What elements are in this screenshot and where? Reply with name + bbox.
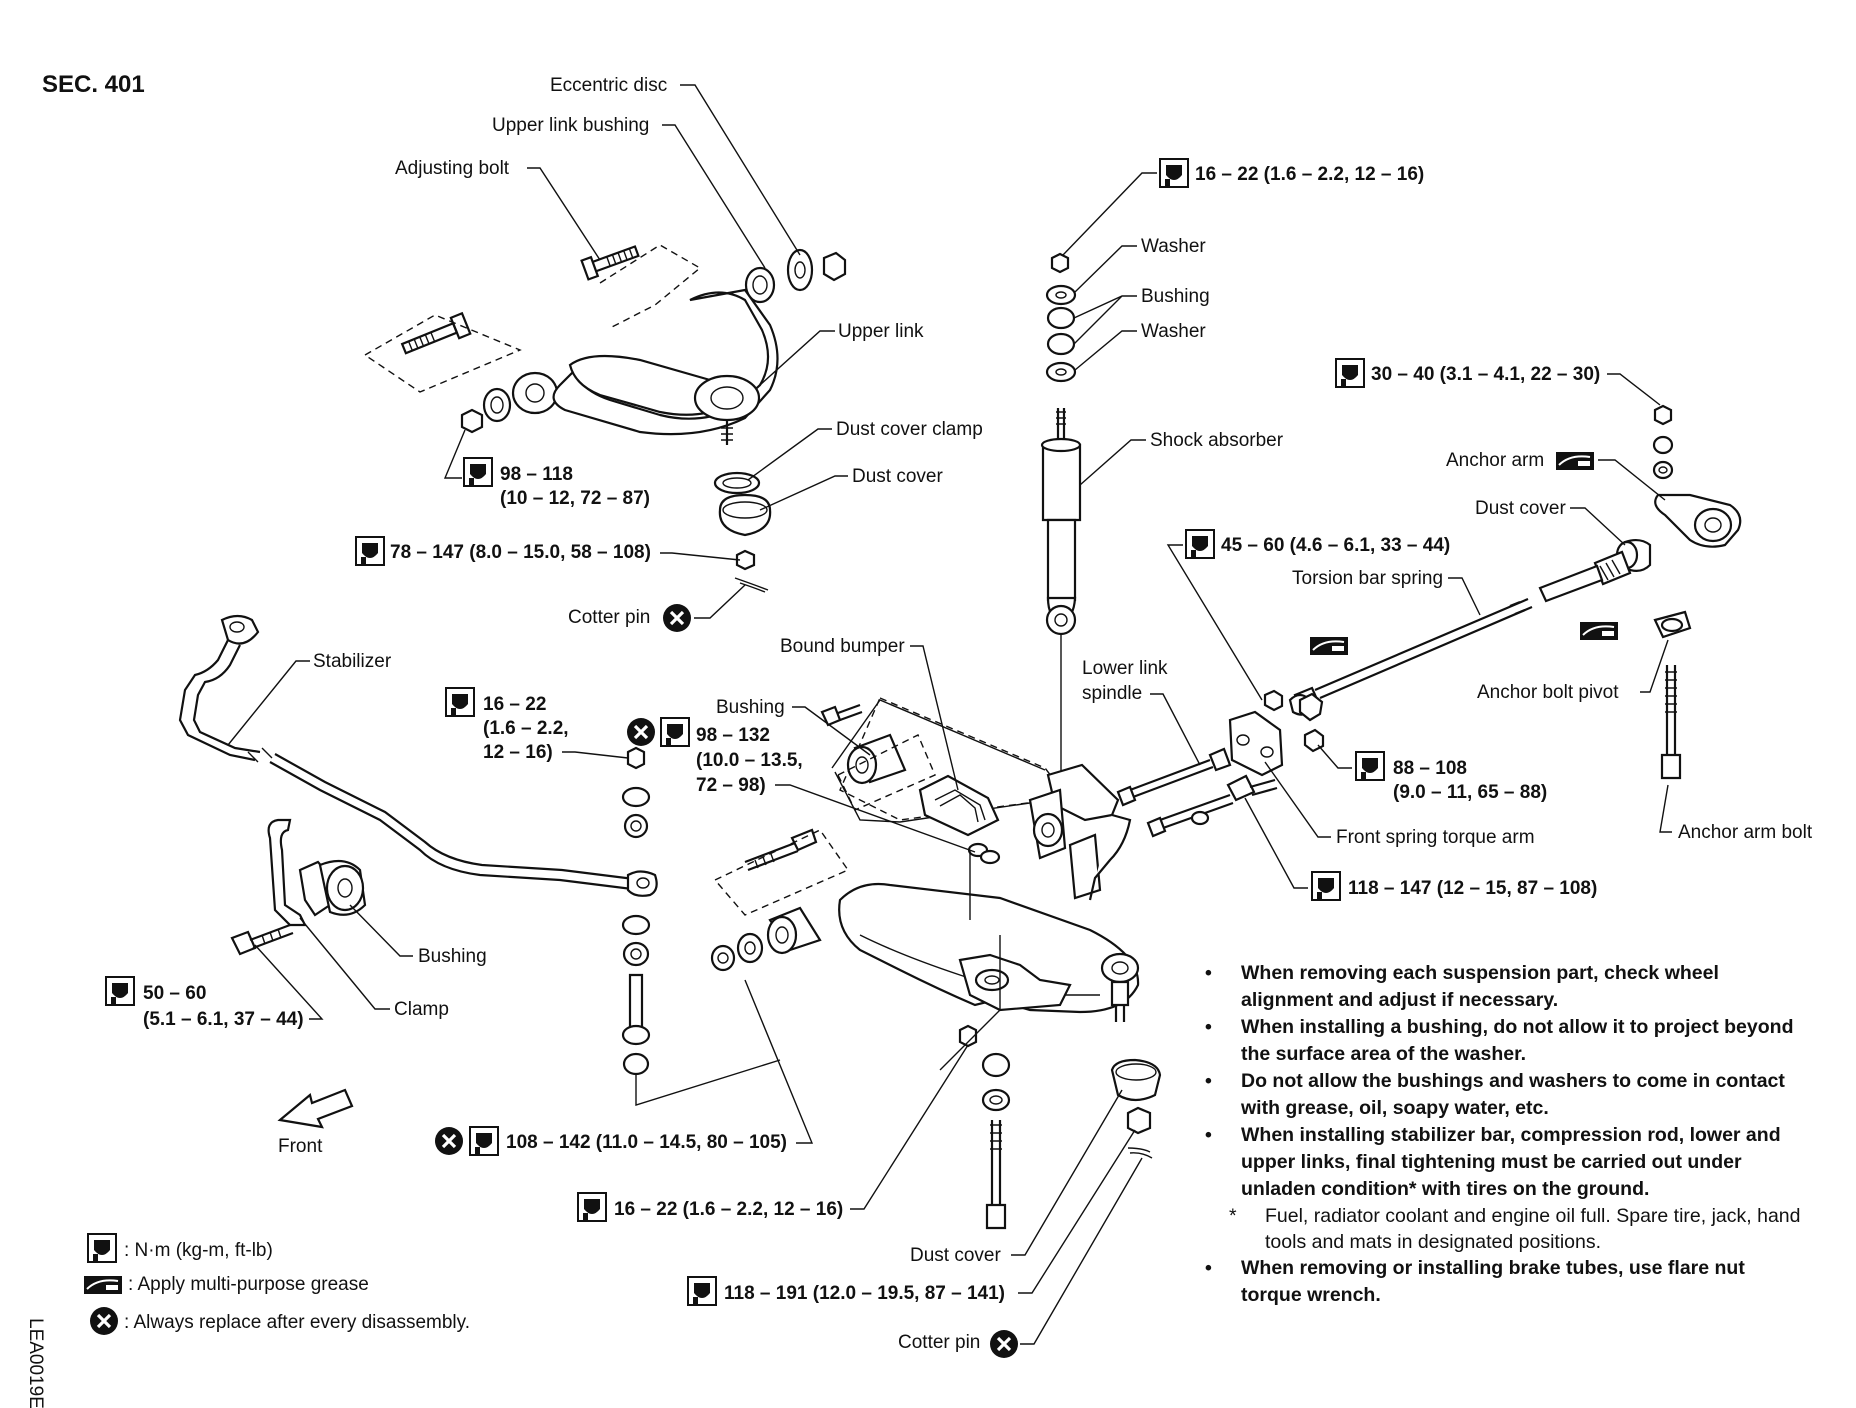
label-anchor-arm: Anchor arm bbox=[1446, 450, 1544, 471]
grease-icon bbox=[83, 1275, 123, 1295]
label-bushing-stab: Bushing bbox=[418, 946, 487, 967]
torque-spindle: 118 – 147 (12 – 15, 87 – 108) bbox=[1348, 878, 1597, 899]
torque-lower-nut: 16 – 22 (1.6 – 2.2, 12 – 16) bbox=[614, 1199, 843, 1220]
label-front: Front bbox=[278, 1136, 323, 1157]
note-subnote: * Fuel, radiator coolant and engine oil … bbox=[1205, 1203, 1805, 1255]
subnote-text: Fuel, radiator coolant and engine oil fu… bbox=[1265, 1205, 1801, 1253]
label-dust-cover-clamp: Dust cover clamp bbox=[836, 419, 983, 440]
label-lower-link-spindle-2: spindle bbox=[1082, 683, 1142, 704]
torque-stab-b: (1.6 – 2.2, bbox=[483, 718, 569, 739]
torque-lower-b: (10.0 – 13.5, bbox=[696, 750, 803, 771]
note-item: Do not allow the bushings and washers to… bbox=[1205, 1068, 1805, 1122]
label-dust-cover-lower: Dust cover bbox=[910, 1245, 1001, 1266]
shock-absorber-assembly bbox=[1040, 252, 1082, 800]
installation-notes: When removing each suspension part, chec… bbox=[1205, 960, 1805, 1309]
label-dust-cover-torsion: Dust cover bbox=[1475, 498, 1566, 519]
label-washer-bottom: Washer bbox=[1141, 321, 1206, 342]
torque-shock-top: 16 – 22 (1.6 – 2.2, 12 – 16) bbox=[1195, 164, 1424, 185]
torque-lower: 98 – 132 bbox=[696, 725, 770, 746]
note-item: When installing a bushing, do not allow … bbox=[1205, 1014, 1805, 1068]
legend-torque: : N·m (kg-m, ft-lb) bbox=[124, 1240, 273, 1261]
label-clamp: Clamp bbox=[394, 999, 449, 1020]
torque-clamp: 50 – 60 bbox=[143, 983, 206, 1004]
label-bushing-lower: Bushing bbox=[716, 697, 785, 718]
note-item: When installing stabilizer bar, compress… bbox=[1205, 1122, 1805, 1203]
label-eccentric-disc: Eccentric disc bbox=[550, 75, 667, 96]
torque-upper-link: 98 – 118 bbox=[500, 464, 573, 485]
label-dust-cover-upper: Dust cover bbox=[852, 466, 943, 487]
label-bound-bumper: Bound bumper bbox=[780, 636, 905, 657]
torque-clamp-b: (5.1 – 6.1, 37 – 44) bbox=[143, 1009, 304, 1030]
legend: : N·m (kg-m, ft-lb) : Apply multi-purpos… bbox=[83, 1233, 470, 1337]
subnote-star: * bbox=[1229, 1205, 1237, 1227]
label-shock-absorber: Shock absorber bbox=[1150, 430, 1284, 451]
upper-link-assembly bbox=[363, 244, 847, 593]
label-stabilizer: Stabilizer bbox=[313, 651, 392, 672]
note-item: When removing each suspension part, chec… bbox=[1205, 960, 1805, 1014]
torque-torsion: 45 – 60 (4.6 – 6.1, 33 – 44) bbox=[1221, 535, 1450, 556]
torque-lower-balljoint: 118 – 191 (12.0 – 19.5, 87 – 141) bbox=[724, 1283, 1005, 1304]
label-cotter-pin-lower: Cotter pin bbox=[898, 1332, 980, 1353]
torque-anchor-arm: 30 – 40 (3.1 – 4.1, 22 – 30) bbox=[1371, 364, 1600, 385]
torque-balljoint: 78 – 147 (8.0 – 15.0, 58 – 108) bbox=[390, 542, 651, 563]
label-lower-link-spindle: Lower link bbox=[1082, 658, 1168, 679]
torque-spring-arm: 88 – 108 bbox=[1393, 758, 1467, 779]
stabilizer-assembly bbox=[178, 614, 781, 1106]
label-adjusting-bolt: Adjusting bolt bbox=[395, 158, 510, 179]
label-bushing-shock: Bushing bbox=[1141, 286, 1210, 307]
section-title: SEC. 401 bbox=[42, 71, 145, 98]
note-item: When removing or installing brake tubes,… bbox=[1205, 1255, 1805, 1309]
lower-link-assembly bbox=[710, 689, 1325, 1230]
label-anchor-bolt-pivot: Anchor bolt pivot bbox=[1477, 682, 1619, 703]
replace-icon bbox=[88, 1305, 120, 1337]
label-upper-link: Upper link bbox=[838, 321, 924, 342]
label-torsion-bar-spring: Torsion bar spring bbox=[1292, 568, 1443, 589]
torque-stab: 16 – 22 bbox=[483, 694, 546, 715]
label-upper-link-bushing: Upper link bushing bbox=[492, 115, 649, 136]
label-washer-top: Washer bbox=[1141, 236, 1206, 257]
torque-lower-c: 72 – 98) bbox=[696, 775, 766, 796]
torque-upper-link-imperial: (10 – 12, 72 – 87) bbox=[500, 488, 650, 509]
legend-replace: : Always replace after every disassembly… bbox=[124, 1312, 470, 1333]
torque-stab-link: 108 – 142 (11.0 – 14.5, 80 – 105) bbox=[506, 1132, 787, 1153]
front-arrow-icon bbox=[277, 1088, 354, 1129]
torque-stab-c: 12 – 16) bbox=[483, 742, 553, 763]
torque-spring-arm-b: (9.0 – 11, 65 – 88) bbox=[1393, 782, 1547, 803]
legend-grease: : Apply multi-purpose grease bbox=[128, 1274, 369, 1295]
label-anchor-arm-bolt: Anchor arm bolt bbox=[1678, 822, 1813, 843]
label-cotter-pin-upper: Cotter pin bbox=[568, 607, 650, 628]
torsion-bar-assembly bbox=[1288, 404, 1742, 780]
label-front-spring-torque-arm: Front spring torque arm bbox=[1336, 827, 1535, 848]
image-code: LEA0019E bbox=[25, 1318, 46, 1408]
